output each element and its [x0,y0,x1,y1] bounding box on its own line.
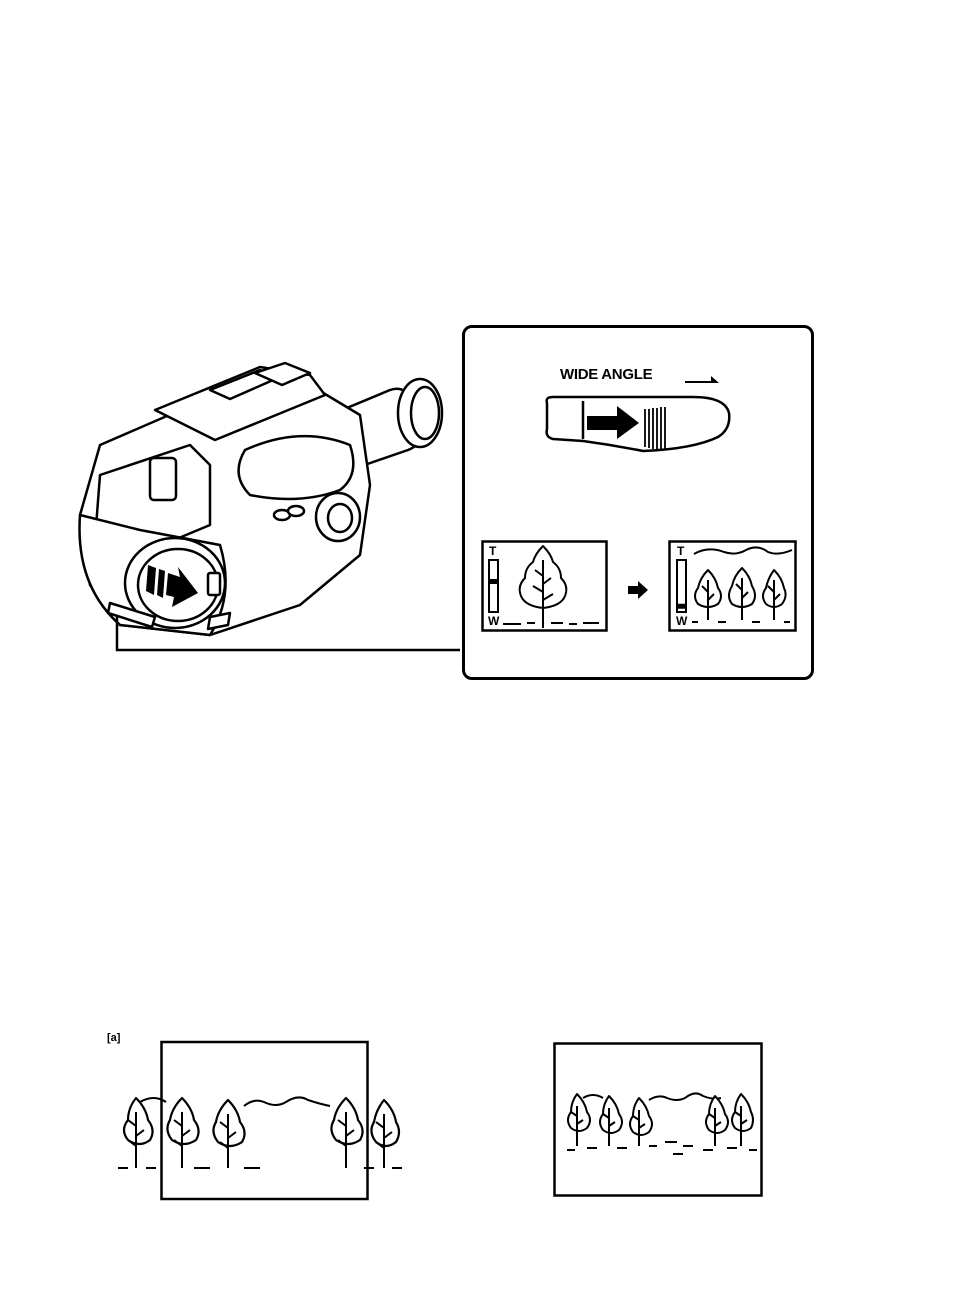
viewfinder-before [481,540,608,632]
scene-wide-with-frame [110,1040,405,1202]
tree-icon [371,1100,399,1146]
tele-mark-before: T [489,545,496,557]
wide-mark-after: W [676,615,687,627]
wide-mark-before: W [488,615,499,627]
zoom-lever-icon [543,393,735,453]
arrow-right-icon [683,368,721,386]
wide-angle-label: WIDE ANGLE [560,366,652,383]
tele-mark-after: T [677,545,684,557]
scene-fitted-view [553,1042,763,1197]
camcorder-illustration [60,355,460,655]
arrow-right-icon [626,580,650,600]
viewfinder-after [668,540,797,632]
mountain-icon [140,1097,330,1106]
